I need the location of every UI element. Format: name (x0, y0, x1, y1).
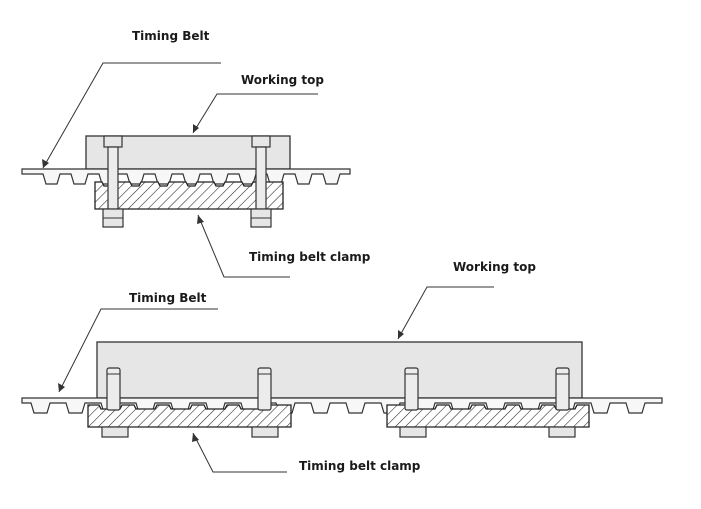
top-assembly (21, 62, 351, 278)
top-bolt-right (250, 135, 272, 228)
top-timing-belt-clamp-label: Timing belt clamp (249, 250, 371, 264)
bottom-bolt-1 (101, 367, 129, 438)
top-timing-belt-clamp (94, 181, 284, 210)
top-clamp-arrowhead (197, 215, 204, 224)
bottom-bolt-3 (399, 367, 427, 438)
bottom-timing-belt-clamp-right (386, 404, 590, 428)
bottom-working-top-leader-line (397, 286, 494, 340)
bottom-assembly (21, 286, 663, 473)
top-belt-leader-line (42, 62, 221, 169)
top-clamp-leader-line (197, 214, 290, 278)
bottom-working-top-arrowhead (398, 330, 404, 339)
bottom-belt-arrowhead (58, 383, 65, 392)
bottom-clamp-arrowhead (192, 433, 199, 442)
bottom-timing-belt-clamp-label: Timing belt clamp (299, 459, 421, 473)
bottom-working-top-label: Working top (453, 260, 536, 274)
top-working-top-leader-line (192, 93, 318, 134)
bottom-belt-leader-line (58, 308, 218, 393)
bottom-bolt-4 (548, 367, 576, 438)
top-bolt-left (102, 135, 124, 228)
top-working-top-label: Working top (241, 73, 324, 87)
top-belt-arrowhead (42, 159, 49, 168)
bottom-bolt-2 (251, 367, 279, 438)
bottom-working-top-plate (96, 341, 583, 399)
bottom-timing-belt-label: Timing Belt (129, 291, 207, 305)
top-working-top-arrowhead (193, 124, 199, 133)
bottom-clamp-leader-line (192, 432, 287, 473)
top-timing-belt-label: Timing Belt (132, 29, 210, 43)
